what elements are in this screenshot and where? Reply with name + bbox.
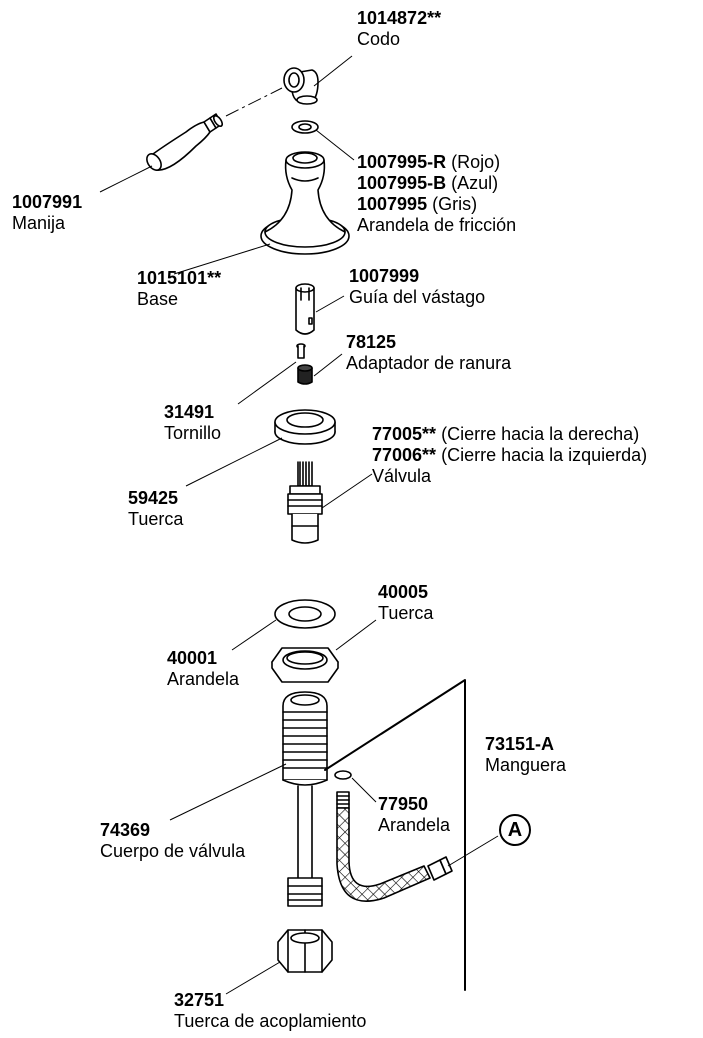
color-blue: (Azul) <box>451 173 499 193</box>
label-hose-washer: 77950 Arandela <box>378 794 450 836</box>
part-number-stem-guide: 1007999 <box>349 266 420 286</box>
callout-a-marker: A <box>499 814 531 846</box>
part-number-screw: 31491 <box>164 402 215 422</box>
part-number-valve-left: 77006** <box>372 445 437 465</box>
part-name-friction-washer: Arandela de fricción <box>357 215 517 235</box>
spline-adapter-part <box>297 364 313 385</box>
label-coupling-nut: 32751 Tuerca de acoplamiento <box>174 990 366 1032</box>
hose-washer-part <box>334 770 352 780</box>
label-stem-guide: 1007999 Guía del vástago <box>349 266 485 308</box>
part-name-hose-washer: Arandela <box>378 815 451 835</box>
part-name-screw: Tornillo <box>164 423 222 443</box>
part-number-valve-right: 77005** <box>372 424 437 444</box>
stem-guide-part <box>295 283 315 335</box>
part-number-coupling-nut: 32751 <box>174 990 225 1010</box>
part-number-nut-top: 59425 <box>128 488 179 508</box>
part-number-nut-mid: 40005 <box>378 582 429 602</box>
part-number-friction-gray: 1007995 <box>357 194 428 214</box>
label-valve-body: 74369 Cuerpo de válvula <box>100 820 245 862</box>
part-number-handle: 1007991 <box>12 192 83 212</box>
part-number-spline-adapter: 78125 <box>346 332 397 352</box>
screw-part <box>296 343 306 359</box>
part-name-elbow: Codo <box>357 29 401 49</box>
label-friction-washer: 1007995-R (Rojo) 1007995-B (Azul) 100799… <box>357 152 516 236</box>
label-base: 1015101** Base <box>137 268 221 310</box>
part-number-friction-red: 1007995-R <box>357 152 447 172</box>
valve-left-desc: (Cierre hacia la izquierda) <box>441 445 648 465</box>
part-number-friction-blue: 1007995-B <box>357 173 447 193</box>
hose-bracket-lines <box>324 679 466 991</box>
color-red: (Rojo) <box>451 152 501 172</box>
handle-part <box>146 113 224 171</box>
part-name-spline-adapter: Adaptador de ranura <box>346 353 512 373</box>
part-number-hose: 73151-A <box>485 734 555 754</box>
part-name-base: Base <box>137 289 179 309</box>
leader-lines <box>99 55 499 995</box>
valve-right-desc: (Cierre hacia la derecha) <box>441 424 640 444</box>
part-number-valve-body: 74369 <box>100 820 151 840</box>
color-gray: (Gris) <box>432 194 478 214</box>
part-number-washer: 40001 <box>167 648 218 668</box>
hex-nut-part <box>271 647 339 683</box>
part-name-washer: Arandela <box>167 669 240 689</box>
part-number-hose-washer: 77950 <box>378 794 429 814</box>
part-name-nut-mid: Tuerca <box>378 603 434 623</box>
label-elbow: 1014872** Codo <box>357 8 441 50</box>
label-screw: 31491 Tornillo <box>164 402 221 444</box>
part-name-coupling-nut: Tuerca de acoplamiento <box>174 1011 367 1031</box>
valve-cartridge-part <box>287 461 323 544</box>
part-name-stem-guide: Guía del vástago <box>349 287 486 307</box>
washer-part <box>274 599 336 629</box>
friction-washer-part <box>291 120 319 134</box>
nut-ring-part <box>274 409 336 445</box>
part-number-elbow: 1014872** <box>357 8 442 28</box>
part-name-hose: Manguera <box>485 755 567 775</box>
elbow-part <box>283 67 319 105</box>
part-name-valve: Válvula <box>372 466 432 486</box>
base-part <box>260 151 350 255</box>
part-name-nut-top: Tuerca <box>128 509 184 529</box>
label-nut-top: 59425 Tuerca <box>128 488 183 530</box>
label-handle: 1007991 Manija <box>12 192 82 234</box>
label-nut-mid: 40005 Tuerca <box>378 582 433 624</box>
label-spline-adapter: 78125 Adaptador de ranura <box>346 332 511 374</box>
label-valve: 77005** (Cierre hacia la derecha) 77006*… <box>372 424 647 487</box>
part-number-base: 1015101** <box>137 268 222 288</box>
part-name-valve-body: Cuerpo de válvula <box>100 841 246 861</box>
hose-part <box>336 791 453 902</box>
part-name-handle: Manija <box>12 213 66 233</box>
label-hose: 73151-A Manguera <box>485 734 566 776</box>
label-washer: 40001 Arandela <box>167 648 239 690</box>
valve-body-part <box>282 691 328 907</box>
coupling-nut-part <box>277 929 333 973</box>
